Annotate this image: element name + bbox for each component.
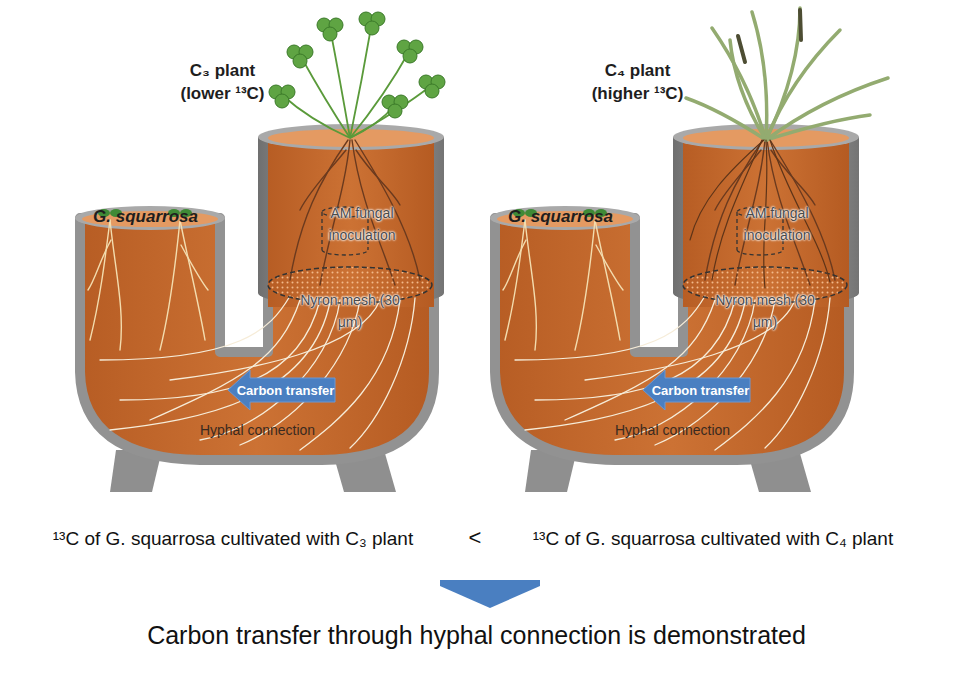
comparison-sign: < [462, 524, 488, 553]
illustration-part [282, 95, 350, 138]
plant-label: C₄ plant (higher ¹³C) [585, 60, 690, 106]
illustration-part [350, 50, 410, 138]
illustration-part [766, 78, 888, 140]
arrow-label: Carbon transfer [237, 384, 335, 397]
arrow-label: Carbon transfer [652, 384, 750, 397]
hyphae-label: Hyphal connection [600, 421, 745, 439]
inoculation-label: AM fungal inoculation [731, 203, 823, 246]
plant-name: G. squarrosa [78, 206, 213, 228]
pot-chamber: G. squarrosa [495, 205, 643, 455]
comparison-text: ¹³C of G. squarrosa cultivated with C₃ p… [8, 527, 458, 552]
u-shaped-pot [75, 124, 444, 492]
illustration-part [287, 45, 313, 68]
u-shaped-pot [490, 124, 859, 492]
grass-seed-heads [738, 10, 801, 62]
grass-roots [690, 140, 830, 288]
plant-name: G. squarrosa [493, 206, 628, 228]
inoculation-label: AM fungal inoculation [316, 203, 408, 246]
pot-chamber: C₃ plant (lower ¹³C)AM fungal inoculatio… [335, 140, 435, 440]
transfer-arrow [228, 370, 335, 410]
plant-label: C₃ plant (lower ¹³C) [170, 60, 275, 106]
illustration-part [766, 8, 800, 140]
illustration-part [359, 12, 385, 35]
illustration-part [766, 115, 870, 140]
grass-plant [686, 8, 888, 140]
illustration-part [397, 40, 423, 63]
clover-plant [282, 22, 432, 138]
illustration-part [419, 75, 445, 98]
down-arrow [440, 580, 540, 608]
illustration-part [350, 85, 432, 138]
illustration-part [317, 18, 343, 41]
illustration-part [269, 85, 295, 108]
transfer-arrow [643, 370, 750, 410]
pot-chamber: G. squarrosa [80, 205, 228, 455]
comparison-text: ¹³C of G. squarrosa cultivated with C₄ p… [488, 527, 938, 552]
illustration-part [738, 36, 745, 62]
illustration-part [690, 140, 764, 240]
mesh-label: Nyron mesh (30 μm) [300, 290, 400, 333]
hyphae-label: Hyphal connection [185, 421, 330, 439]
illustration-part [800, 10, 801, 40]
illustration-part [350, 22, 372, 138]
pot-chamber: C₄ plant (higher ¹³C)AM fungal inoculati… [750, 140, 850, 440]
illustration-part [330, 28, 350, 138]
illustration-part [730, 40, 766, 140]
conclusion-caption: Carbon transfer through hyphal connectio… [0, 619, 953, 652]
mesh-label: Nyron mesh (30 μm) [715, 290, 815, 333]
illustration-part [382, 95, 408, 118]
clover-leaves [269, 12, 445, 118]
